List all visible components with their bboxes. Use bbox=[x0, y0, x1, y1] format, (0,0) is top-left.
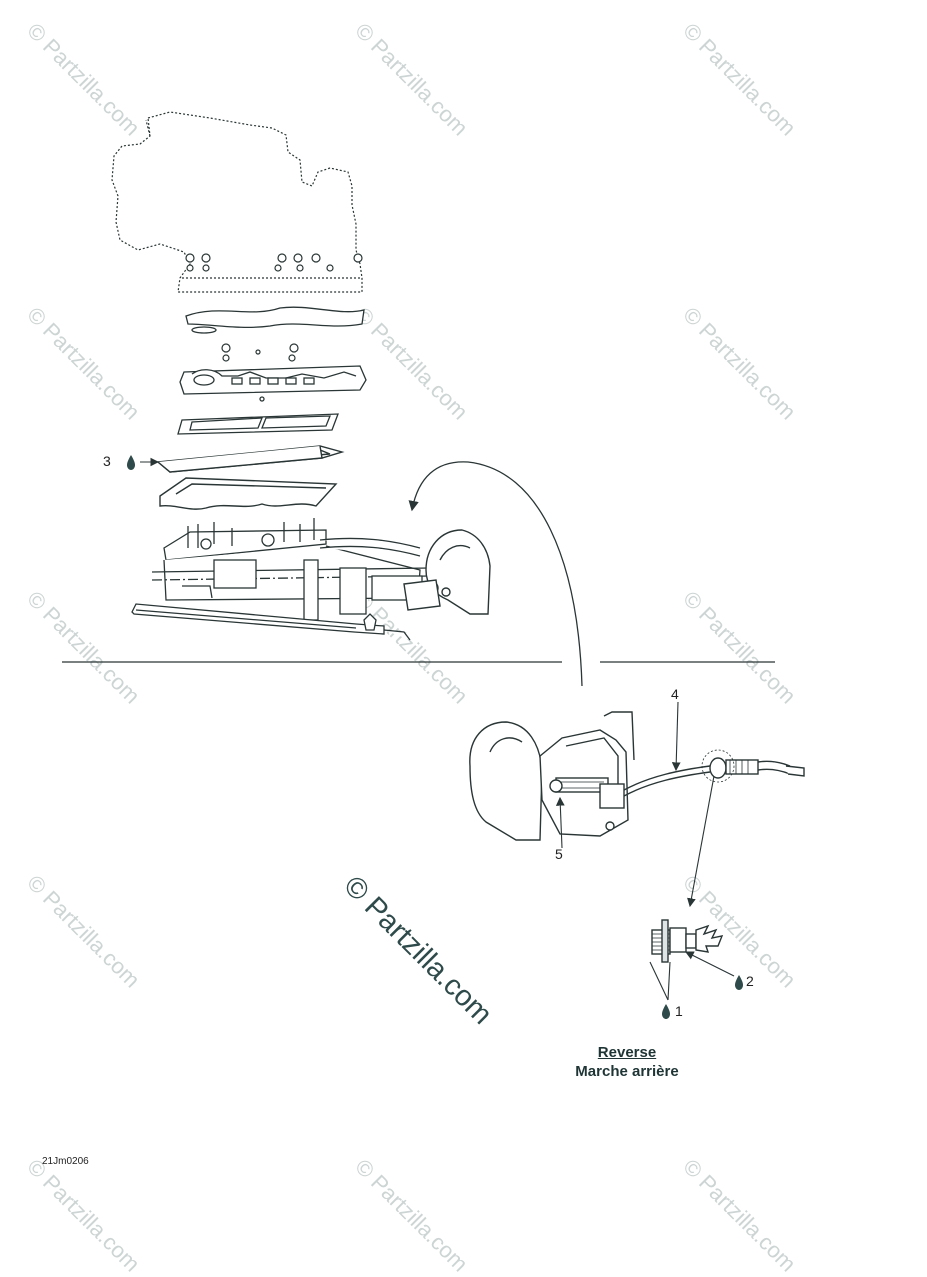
caption-title: Reverse bbox=[597, 1044, 657, 1061]
callout-4: 4 bbox=[671, 686, 679, 702]
tray-part-3 bbox=[156, 445, 345, 473]
detail-fitting bbox=[651, 919, 724, 963]
manifold-plate bbox=[179, 365, 367, 402]
drop-icon bbox=[735, 975, 743, 990]
caption-subtitle: Marche arrière bbox=[575, 1063, 679, 1080]
drop-icon bbox=[127, 455, 135, 470]
callout-2: 2 bbox=[746, 973, 754, 989]
nuts bbox=[221, 343, 299, 362]
reference-arrow bbox=[408, 461, 583, 687]
reverse-gate-top bbox=[403, 529, 491, 615]
hull-rail bbox=[131, 603, 411, 641]
exploded-parts-diagram bbox=[62, 111, 805, 1019]
tray-lower bbox=[159, 477, 338, 510]
figure-code: 21Jm0206 bbox=[42, 1156, 89, 1167]
callout-5: 5 bbox=[555, 846, 563, 862]
gasket-top bbox=[185, 306, 365, 334]
detail-circle bbox=[701, 749, 735, 783]
pump-assembly bbox=[151, 518, 431, 621]
drop-icon bbox=[662, 1004, 670, 1019]
engine-outline bbox=[111, 111, 363, 293]
callout-3: 3 bbox=[103, 453, 111, 469]
engine-studs bbox=[185, 253, 363, 272]
callout-leaders bbox=[140, 457, 735, 1001]
gasket-flat bbox=[177, 413, 339, 435]
callout-1: 1 bbox=[675, 1003, 683, 1019]
reverse-assembly bbox=[469, 711, 805, 841]
